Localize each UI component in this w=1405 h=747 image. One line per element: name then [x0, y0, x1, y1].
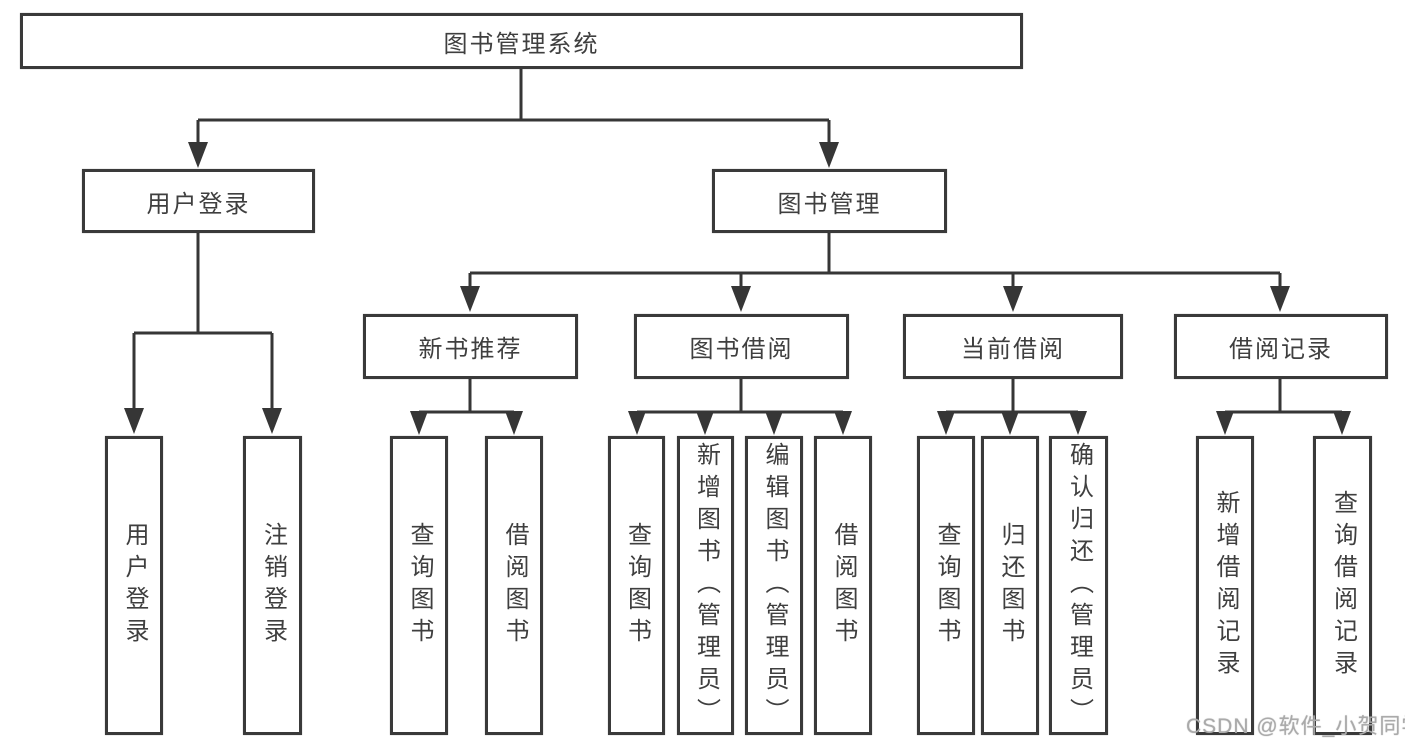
leaf-query-books-borrow-label: 查询图书 — [623, 521, 651, 650]
leaf-query-books-borrow: 查询图书 — [608, 436, 665, 735]
leaf-confirm-return-admin-label: 确认归还（管理员） — [1065, 441, 1093, 730]
leaf-logout: 注销登录 — [243, 436, 302, 735]
leaf-add-book-admin-label: 新增图书（管理员） — [692, 441, 720, 730]
leaf-edit-book-admin: 编辑图书（管理员） — [745, 436, 803, 735]
node-book-borrow-label: 图书借阅 — [689, 336, 794, 363]
node-current-borrow-label: 当前借阅 — [961, 336, 1065, 363]
leaf-query-books-current: 查询图书 — [917, 436, 975, 735]
csdn-watermark: CSDN @软件_小贺同学 — [1186, 715, 1405, 738]
node-current-borrow: 当前借阅 — [903, 314, 1123, 379]
node-user-login-label: 用户登录 — [146, 190, 251, 218]
node-book-management: 图书管理 — [712, 169, 947, 233]
leaf-return-book: 归还图书 — [981, 436, 1039, 735]
leaf-add-book-admin: 新增图书（管理员） — [677, 436, 734, 735]
leaf-borrow-books-recommend-label: 借阅图书 — [501, 521, 528, 650]
leaf-query-borrow-record: 查询借阅记录 — [1313, 436, 1372, 735]
leaf-logout-label: 注销登录 — [259, 521, 287, 650]
node-root-label: 图书管理系统 — [443, 30, 600, 58]
node-book-borrow: 图书借阅 — [634, 314, 849, 379]
node-borrow-records-label: 借阅记录 — [1229, 336, 1333, 363]
leaf-query-books-current-label: 查询图书 — [933, 521, 960, 650]
node-book-management-label: 图书管理 — [777, 190, 882, 218]
leaf-query-borrow-record-label: 查询借阅记录 — [1329, 489, 1357, 682]
node-root: 图书管理系统 — [20, 13, 1023, 69]
leaf-user-login: 用户登录 — [105, 436, 163, 735]
leaf-query-books-recommend: 查询图书 — [390, 436, 448, 735]
node-user-login: 用户登录 — [82, 169, 315, 233]
leaf-borrow-book: 借阅图书 — [814, 436, 872, 735]
leaf-borrow-books-recommend: 借阅图书 — [485, 436, 543, 735]
leaf-user-login-label: 用户登录 — [121, 521, 148, 650]
node-borrow-records: 借阅记录 — [1174, 314, 1388, 379]
leaf-edit-book-admin-label: 编辑图书（管理员） — [761, 441, 788, 730]
node-new-book-recommend-label: 新书推荐 — [418, 336, 523, 363]
leaf-return-book-label: 归还图书 — [997, 521, 1024, 650]
leaf-query-books-recommend-label: 查询图书 — [406, 521, 433, 650]
arrowheads — [124, 142, 1351, 435]
leaf-add-borrow-record: 新增借阅记录 — [1196, 436, 1254, 735]
leaf-add-borrow-record-label: 新增借阅记录 — [1212, 489, 1239, 682]
leaf-borrow-book-label: 借阅图书 — [830, 521, 857, 650]
leaf-confirm-return-admin: 确认归还（管理员） — [1049, 436, 1108, 735]
node-new-book-recommend: 新书推荐 — [363, 314, 578, 379]
